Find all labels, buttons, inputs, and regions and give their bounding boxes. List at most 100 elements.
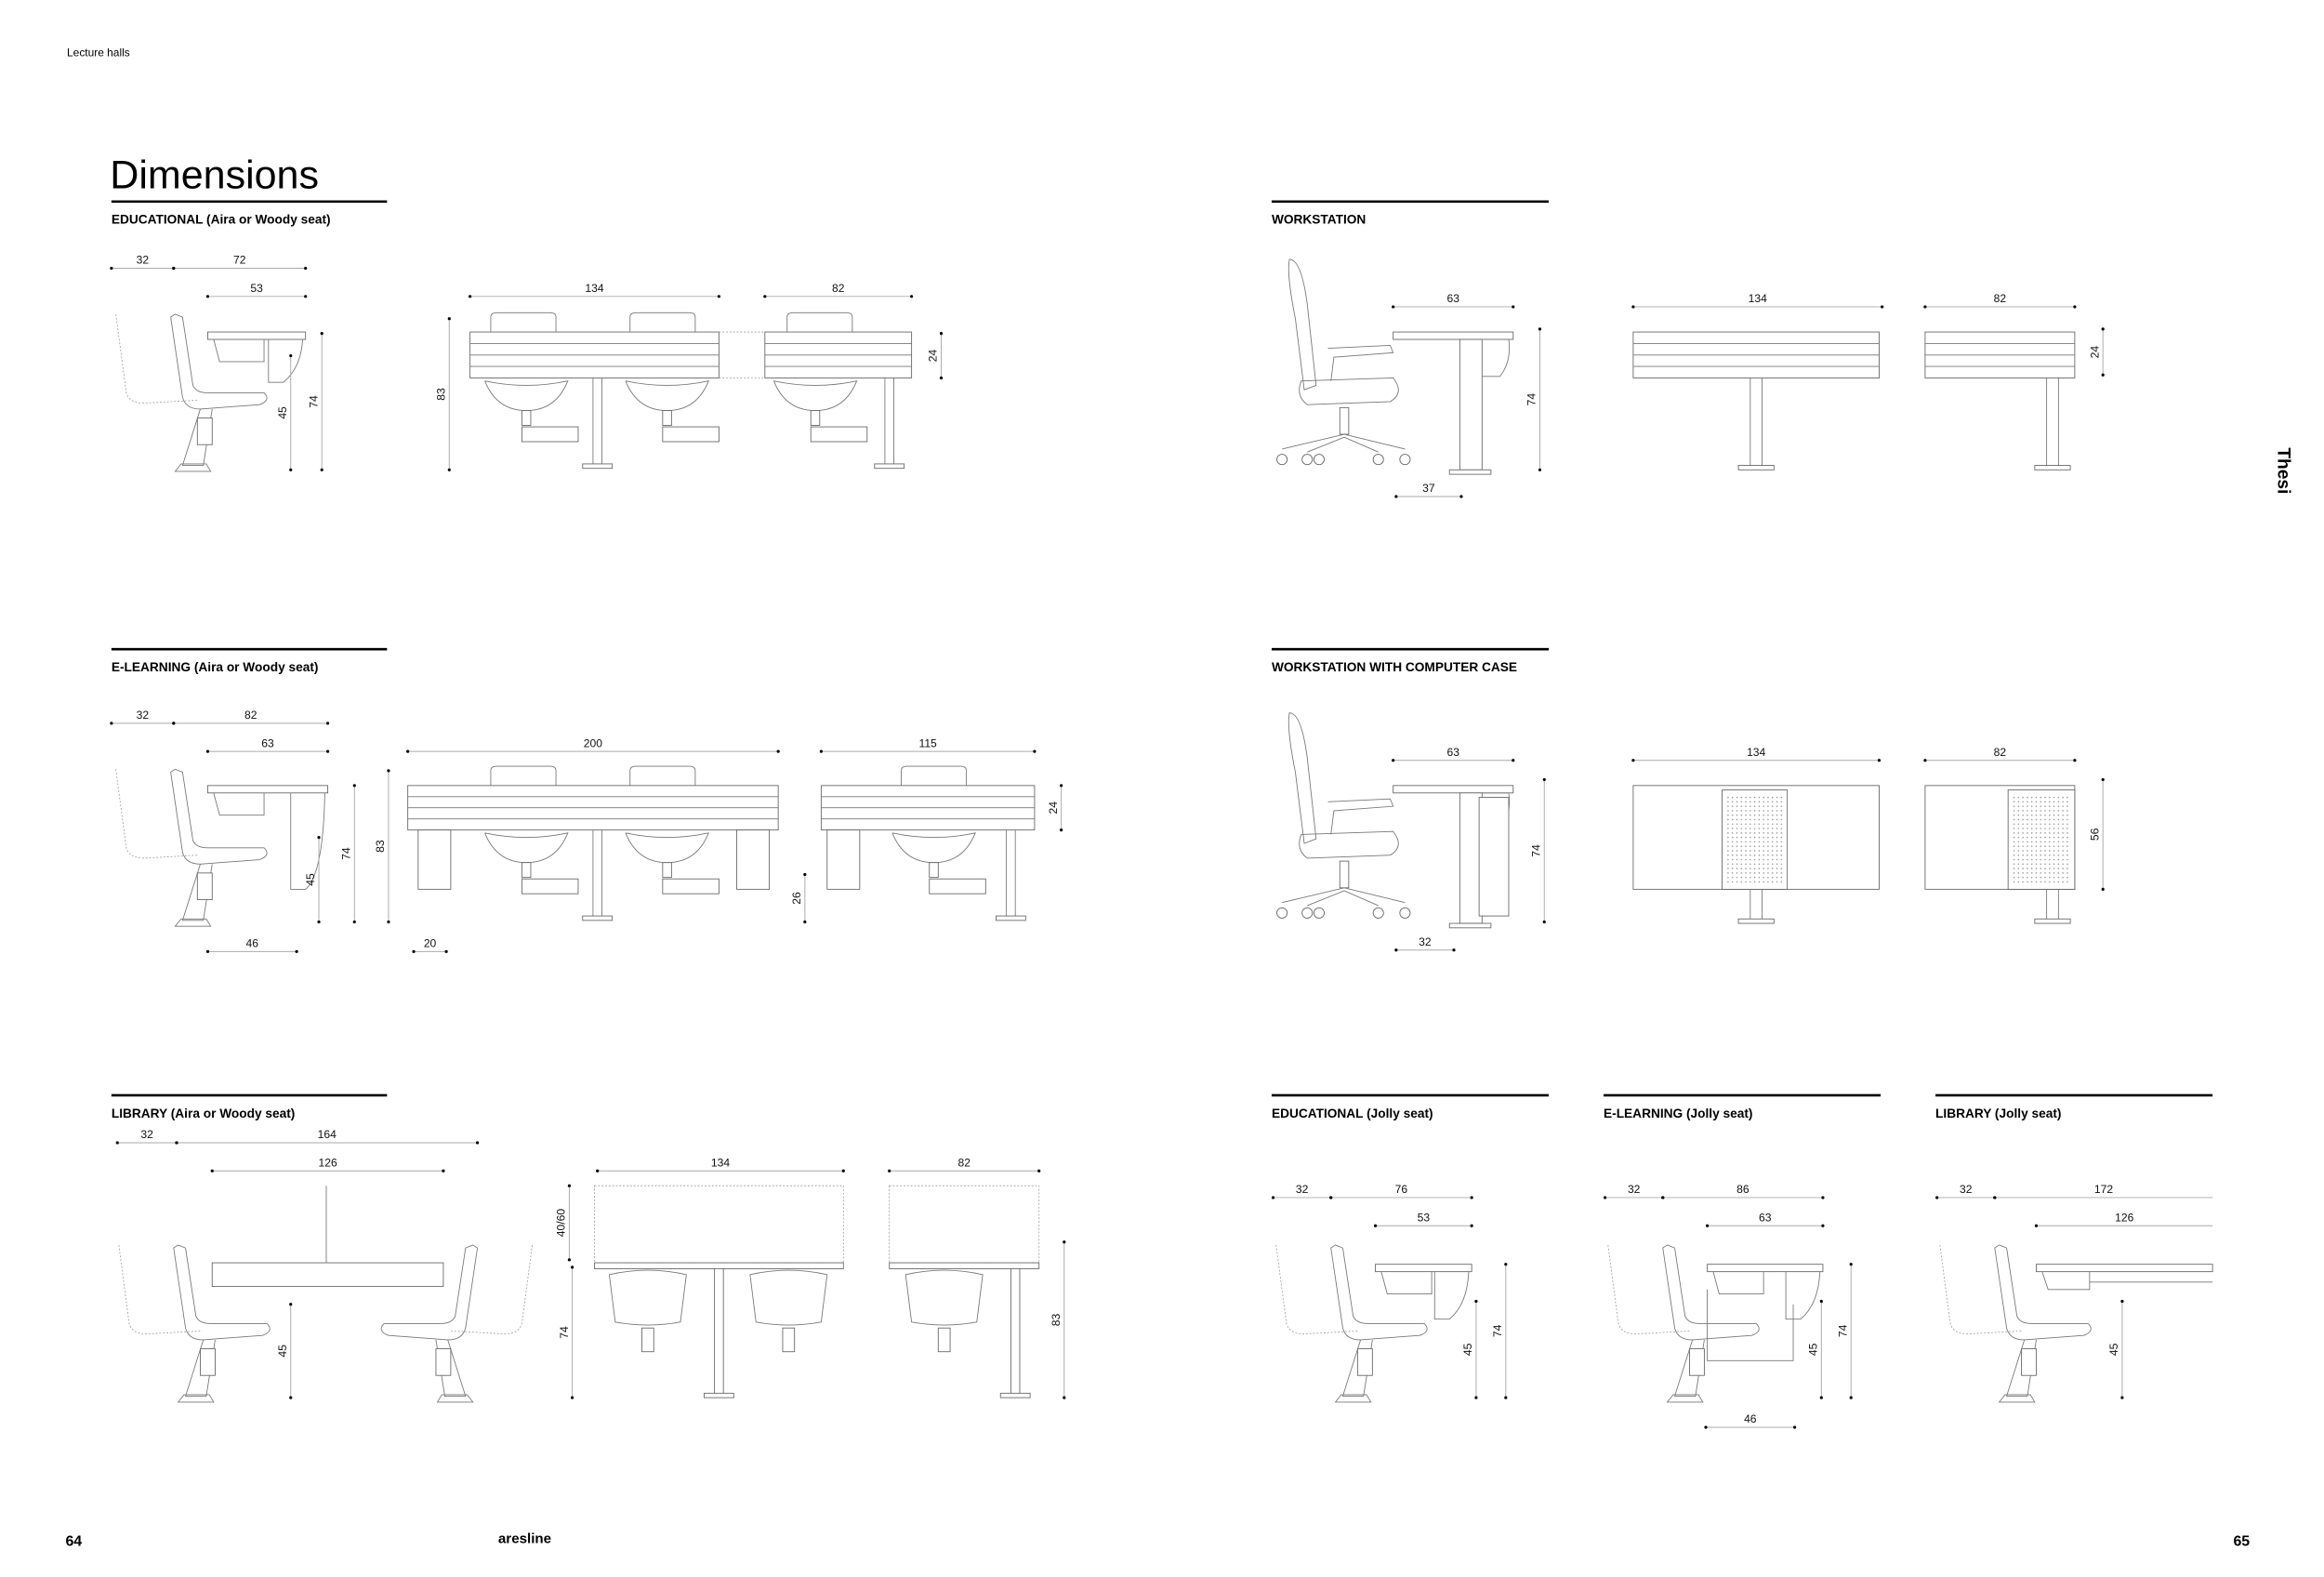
perforation: [2027, 814, 2028, 816]
dimension-endpoint: [205, 749, 210, 753]
perforation: [2053, 818, 2055, 821]
perforation: [1727, 868, 1729, 869]
perforation: [1780, 876, 1783, 879]
perforation: [2035, 858, 2038, 861]
perforation: [1750, 841, 1751, 843]
perforation: [2040, 858, 2042, 861]
perforation: [2035, 832, 2038, 834]
perforation: [1753, 845, 1756, 847]
dimension-ws_case: 134: [1631, 746, 1882, 762]
perforation: [1740, 868, 1743, 869]
perforation: [2027, 863, 2028, 866]
caster-wheel: [1276, 907, 1288, 919]
perforation: [2022, 823, 2024, 826]
perforation: [2067, 872, 2068, 874]
perforation: [1727, 823, 1729, 826]
perforation: [2044, 814, 2046, 816]
perforation: [1736, 845, 1738, 847]
perforation: [2062, 796, 2064, 799]
dimension-endpoint: [1821, 1196, 1825, 1199]
perforation: [1780, 881, 1783, 883]
dimension-endpoint: [1394, 948, 1398, 952]
perforation: [2049, 845, 2051, 847]
dimension-endpoint: [1060, 828, 1063, 832]
perforation: [2022, 814, 2024, 816]
perforation: [2053, 828, 2055, 829]
perforation: [1736, 814, 1738, 816]
dimension-edu_aira: 83: [435, 317, 451, 471]
perforation: [1758, 810, 1761, 812]
dimension-edu_aira: 74: [307, 332, 324, 471]
perforation: [2067, 810, 2068, 812]
perforation: [2017, 850, 2020, 852]
perforation: [2040, 841, 2042, 843]
seat-mechanism: [196, 417, 213, 445]
dimension-endpoint: [1538, 468, 1542, 471]
dimension-elearn_aira: 82: [172, 709, 330, 725]
desk-front-view: [820, 765, 1036, 921]
workstation-desk-side: [1393, 785, 1514, 929]
chair-foot: [177, 1394, 215, 1403]
desk-top: [1393, 331, 1514, 340]
gas-lift: [1339, 406, 1350, 435]
perforation: [1771, 868, 1774, 869]
perforation: [1776, 818, 1778, 821]
section-workstation: WORKSTATION: [1272, 200, 1550, 227]
dimension-endpoint: [1459, 495, 1463, 498]
perforation: [2040, 850, 2042, 852]
dimension-value: 45: [1461, 1343, 1474, 1356]
chair-foot: [1998, 1394, 2036, 1403]
dimension-elearn_aira: 46: [205, 937, 298, 953]
dimension-edu_aira: 24: [927, 332, 944, 380]
perforation: [2049, 796, 2051, 799]
leg-foot: [1448, 922, 1492, 929]
perforation: [1776, 814, 1778, 816]
dimension-edu_aira: 134: [469, 282, 720, 298]
perforation: [1731, 868, 1734, 869]
perforation: [1758, 858, 1761, 861]
perforation: [1753, 814, 1756, 816]
caster-wheel: [1372, 454, 1384, 466]
dimension-endpoint: [475, 1141, 480, 1145]
chair-back: [629, 765, 696, 786]
chair-back: [629, 311, 696, 333]
caster-wheel: [1301, 907, 1314, 919]
perforation: [2062, 801, 2064, 803]
desk-front-view: [764, 311, 913, 470]
perforation: [2017, 801, 2020, 803]
dimension-endpoint: [205, 949, 210, 953]
perforation: [1750, 832, 1751, 834]
perforation: [2057, 872, 2060, 874]
page-number-left: 64: [65, 1534, 82, 1550]
perforation: [1780, 836, 1783, 839]
seat-shell: [1994, 1244, 2092, 1341]
perforation: [1763, 868, 1764, 869]
section-elearn_aira: E-LEARNING (Aira or Woody seat): [111, 647, 388, 674]
perforation: [2062, 881, 2064, 883]
dimension-endpoint: [567, 1258, 571, 1262]
perforation: [2035, 823, 2038, 826]
perforation: [2030, 828, 2033, 829]
perforation: [2035, 814, 2038, 816]
seat-mechanism: [2021, 1348, 2037, 1376]
perforation: [2067, 854, 2068, 856]
perforation: [1771, 872, 1774, 874]
perforation: [2049, 801, 2051, 803]
perforation: [1731, 858, 1734, 861]
perforation: [2040, 818, 2042, 821]
caster-wheel: [1276, 454, 1288, 466]
perforation: [2049, 828, 2051, 829]
perforation: [2022, 810, 2024, 812]
perforation: [2049, 841, 2051, 843]
dimension-value: 82: [832, 282, 845, 295]
perforation: [2049, 810, 2051, 812]
folded-seat-outline: [450, 1244, 533, 1334]
outline: [1433, 1271, 1470, 1320]
perforation: [1727, 810, 1729, 812]
dimension-value: 134: [1749, 292, 1767, 305]
perforation: [2053, 876, 2055, 879]
perforation: [1780, 828, 1783, 829]
dimension-endpoint: [819, 749, 823, 753]
perforation: [1780, 854, 1783, 856]
